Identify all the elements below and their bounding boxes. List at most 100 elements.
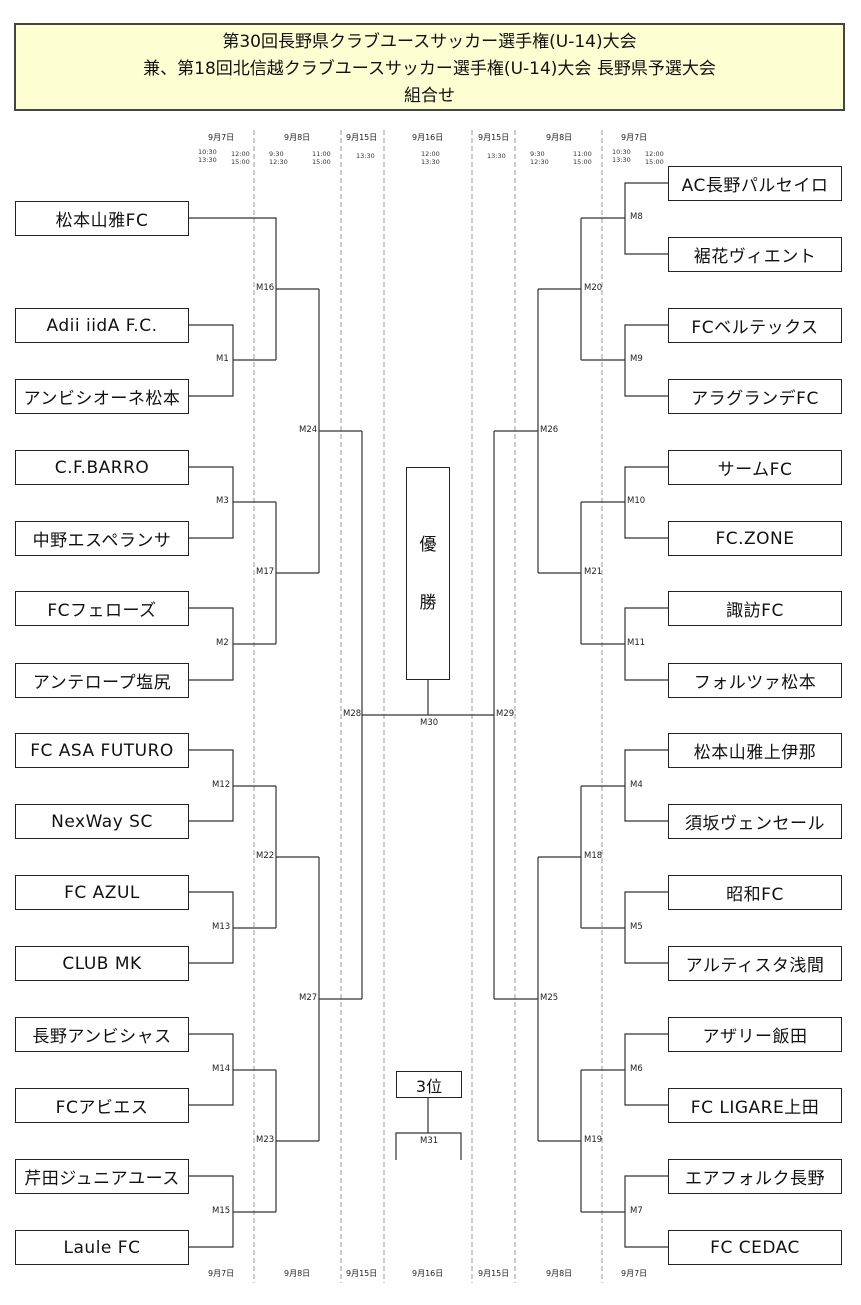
team-right-2: 裾花ヴィエント	[668, 237, 842, 272]
match-label-m28: M28	[343, 709, 362, 719]
team-right-8: フォルツァ松本	[668, 663, 842, 698]
team-left-3: アンビシオーネ松本	[15, 379, 189, 414]
time-slot: 9:30 12:30	[269, 150, 288, 166]
title-line-2: 兼、第18回北信越クラブユースサッカー選手権(U-14)大会 長野県予選大会	[143, 59, 716, 79]
final-connectors	[395, 680, 462, 1160]
match-label-m21: M21	[584, 567, 603, 577]
team-left-6: FCフェローズ	[15, 591, 189, 626]
match-label-m26: M26	[540, 425, 559, 435]
date-header-top-6: 9月8日	[546, 133, 573, 142]
match-label-m6: M6	[630, 1064, 643, 1074]
date-header-top-7: 9月7日	[621, 133, 648, 142]
date-footer-7: 9月7日	[621, 1269, 648, 1278]
match-label-m1: M1	[216, 354, 229, 364]
date-footer-2: 9月8日	[284, 1269, 311, 1278]
match-label-m3: M3	[216, 496, 229, 506]
match-label-m25: M25	[540, 993, 559, 1003]
champion-box: 優 勝	[406, 467, 450, 680]
team-right-1: AC長野パルセイロ	[668, 166, 842, 201]
team-right-9: 松本山雅上伊那	[668, 733, 842, 768]
match-label-m17: M17	[256, 567, 275, 577]
date-header-top-5: 9月15日	[478, 133, 510, 142]
team-right-7: 諏訪FC	[668, 591, 842, 626]
team-left-15: Laule FC	[15, 1230, 189, 1265]
right-bracket	[428, 182, 668, 1248]
team-right-6: FC.ZONE	[668, 521, 842, 556]
date-footer-6: 9月8日	[546, 1269, 573, 1278]
time-slot: 12:00 15:00	[231, 150, 250, 166]
champion-char-1: 優	[419, 535, 437, 555]
match-label-m24: M24	[299, 425, 318, 435]
date-footer-4: 9月16日	[412, 1269, 444, 1278]
time-slot: 11:00 15:00	[573, 150, 592, 166]
match-label-m7: M7	[630, 1206, 643, 1216]
team-right-13: アザリー飯田	[668, 1017, 842, 1052]
team-left-13: FCアビエス	[15, 1088, 189, 1123]
team-left-14: 芹田ジュニアユース	[15, 1159, 189, 1194]
team-right-4: アラグランデFC	[668, 379, 842, 414]
team-right-10: 須坂ヴェンセール	[668, 804, 842, 839]
team-left-7: アンテロープ塩尻	[15, 663, 189, 698]
date-header-top-2: 9月8日	[284, 133, 311, 142]
time-slot: 12:00 15:00	[645, 150, 664, 166]
match-label-m20: M20	[584, 283, 603, 293]
team-right-15: エアフォルク長野	[668, 1159, 842, 1194]
time-slot: 10:30 13:30	[198, 148, 217, 164]
time-slot: 12:00 13:30	[421, 150, 440, 166]
time-slot: 9:30 12:30	[530, 150, 549, 166]
match-label-m8: M8	[630, 212, 643, 222]
date-footer-3: 9月15日	[346, 1269, 378, 1278]
time-slot: 13:30	[356, 152, 375, 160]
match-label-m14: M14	[212, 1064, 231, 1074]
team-right-14: FC LIGARE上田	[668, 1088, 842, 1123]
match-label-m2: M2	[216, 638, 229, 648]
team-left-12: 長野アンビシャス	[15, 1017, 189, 1052]
match-label-m31: M31	[420, 1136, 439, 1146]
team-left-10: FC AZUL	[15, 875, 189, 910]
team-right-5: サームFC	[668, 450, 842, 485]
match-label-m4: M4	[630, 780, 643, 790]
date-footer-1: 9月7日	[208, 1269, 235, 1278]
date-header-top-1: 9月7日	[208, 133, 235, 142]
match-label-m13: M13	[212, 922, 231, 932]
title-line-3: 組合せ	[404, 86, 455, 106]
match-label-m15: M15	[212, 1206, 231, 1216]
team-left-2: Adii iidA F.C.	[15, 308, 189, 343]
date-footer-5: 9月15日	[478, 1269, 510, 1278]
team-right-11: 昭和FC	[668, 875, 842, 910]
team-left-8: FC ASA FUTURO	[15, 733, 189, 768]
match-label-m11: M11	[627, 638, 646, 648]
match-label-m30: M30	[420, 718, 439, 728]
match-label-m9: M9	[630, 354, 643, 364]
match-label-m27: M27	[299, 993, 318, 1003]
champion-char-2: 勝	[419, 593, 437, 613]
team-left-11: CLUB MK	[15, 946, 189, 981]
tournament-title-banner: 第30回長野県クラブユースサッカー選手権(U-14)大会 兼、第18回北信越クラ…	[14, 23, 845, 111]
team-left-1: 松本山雅FC	[15, 201, 189, 236]
match-label-m29: M29	[496, 709, 515, 719]
match-label-m12: M12	[212, 780, 231, 790]
team-left-4: C.F.BARRO	[15, 450, 189, 485]
team-left-5: 中野エスペランサ	[15, 521, 189, 556]
round-divider-lines	[253, 130, 603, 1283]
time-slot: 11:00 15:00	[312, 150, 331, 166]
match-label-m23: M23	[256, 1135, 275, 1145]
match-label-m5: M5	[630, 922, 643, 932]
match-label-m10: M10	[627, 496, 646, 506]
time-slot: 13:30	[487, 152, 506, 160]
match-label-m22: M22	[256, 851, 275, 861]
match-label-m18: M18	[584, 851, 603, 861]
team-left-9: NexWay SC	[15, 804, 189, 839]
third-place-box: 3位	[396, 1071, 462, 1098]
left-bracket	[189, 217, 428, 1248]
team-right-3: FCベルテックス	[668, 308, 842, 343]
team-right-16: FC CEDAC	[668, 1230, 842, 1265]
match-label-m16: M16	[256, 283, 275, 293]
title-line-1: 第30回長野県クラブユースサッカー選手権(U-14)大会	[222, 32, 637, 52]
match-label-m19: M19	[584, 1135, 603, 1145]
team-right-12: アルティスタ浅間	[668, 946, 842, 981]
date-header-top-4: 9月16日	[412, 133, 444, 142]
date-header-top-3: 9月15日	[346, 133, 378, 142]
time-slot: 10:30 13:30	[612, 148, 631, 164]
